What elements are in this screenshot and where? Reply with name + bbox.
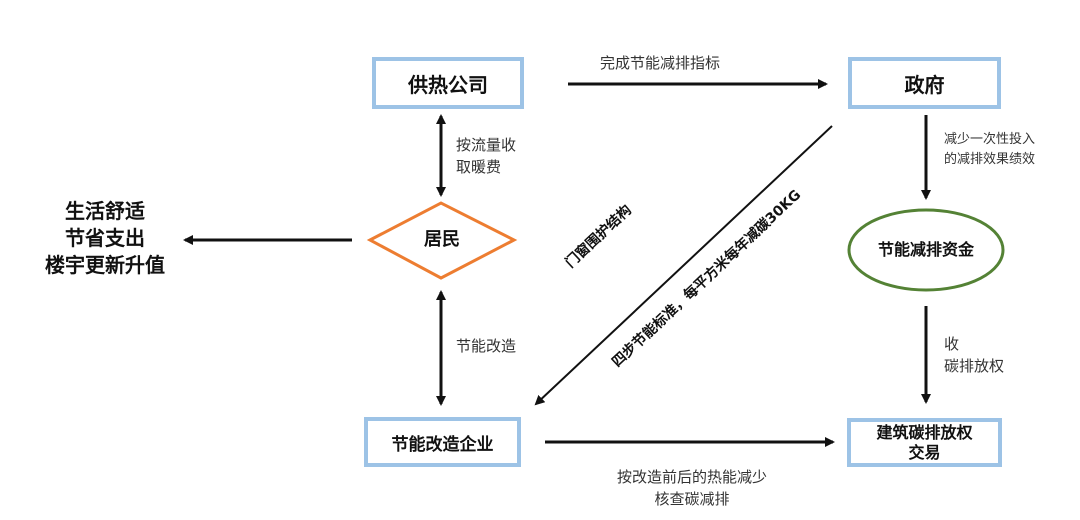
government-box: 政府: [848, 57, 1001, 109]
charge-label-line2: 取暖费: [456, 158, 502, 176]
arrow-government-to-retrofit: [534, 125, 833, 406]
heating-company-box: 供热公司: [372, 57, 524, 109]
heating-company-label: 供热公司: [408, 72, 488, 97]
collect-label-line2: 碳排放权: [944, 357, 1005, 375]
carbon-trading-box: 建筑碳排放权 交易: [847, 418, 1002, 467]
benefit-building-value: 楼宇更新升值: [45, 253, 165, 277]
verify-reduction-label: 按改造前后的热能减少 核查碳减排: [592, 466, 792, 510]
collect-label-line1: 收: [944, 335, 960, 353]
charge-label-line1: 按流量收: [456, 136, 517, 154]
carbon-trading-label-line2: 交易: [908, 442, 941, 462]
retrofit-label: 节能改造: [456, 337, 517, 355]
reduce-label-line1: 减少一次性投入: [944, 132, 1036, 147]
benefit-comfort: 生活舒适: [65, 199, 145, 223]
carbon-trading-label-line1: 建筑碳排放权: [876, 422, 973, 442]
verify-label-line1: 按改造前后的热能减少: [616, 468, 767, 486]
benefits-text: 生活舒适 节省支出 楼宇更新升值: [20, 198, 190, 279]
verify-label-line2: 核查碳减排: [654, 490, 730, 508]
retrofit-company-label: 节能改造企业: [391, 434, 494, 455]
energy-fund-ellipse: [847, 208, 1005, 292]
benefit-savings: 节省支出: [65, 226, 145, 250]
energy-fund-label: 节能减排资金: [877, 240, 974, 259]
complete-targets-label: 完成节能减排指标: [600, 54, 721, 72]
government-label: 政府: [904, 72, 945, 97]
collect-carbon-label: 收 碳排放权: [944, 333, 1004, 377]
residents-diamond: [366, 201, 518, 280]
residents-label: 居民: [424, 229, 460, 250]
retrofit-company-box: 节能改造企业: [364, 417, 521, 467]
reduce-investment-label: 减少一次性投入 的减排效果绩效: [944, 130, 1035, 170]
charge-label: 按流量收 取暖费: [456, 134, 516, 178]
reduce-label-line2: 的减排效果绩效: [944, 152, 1036, 167]
